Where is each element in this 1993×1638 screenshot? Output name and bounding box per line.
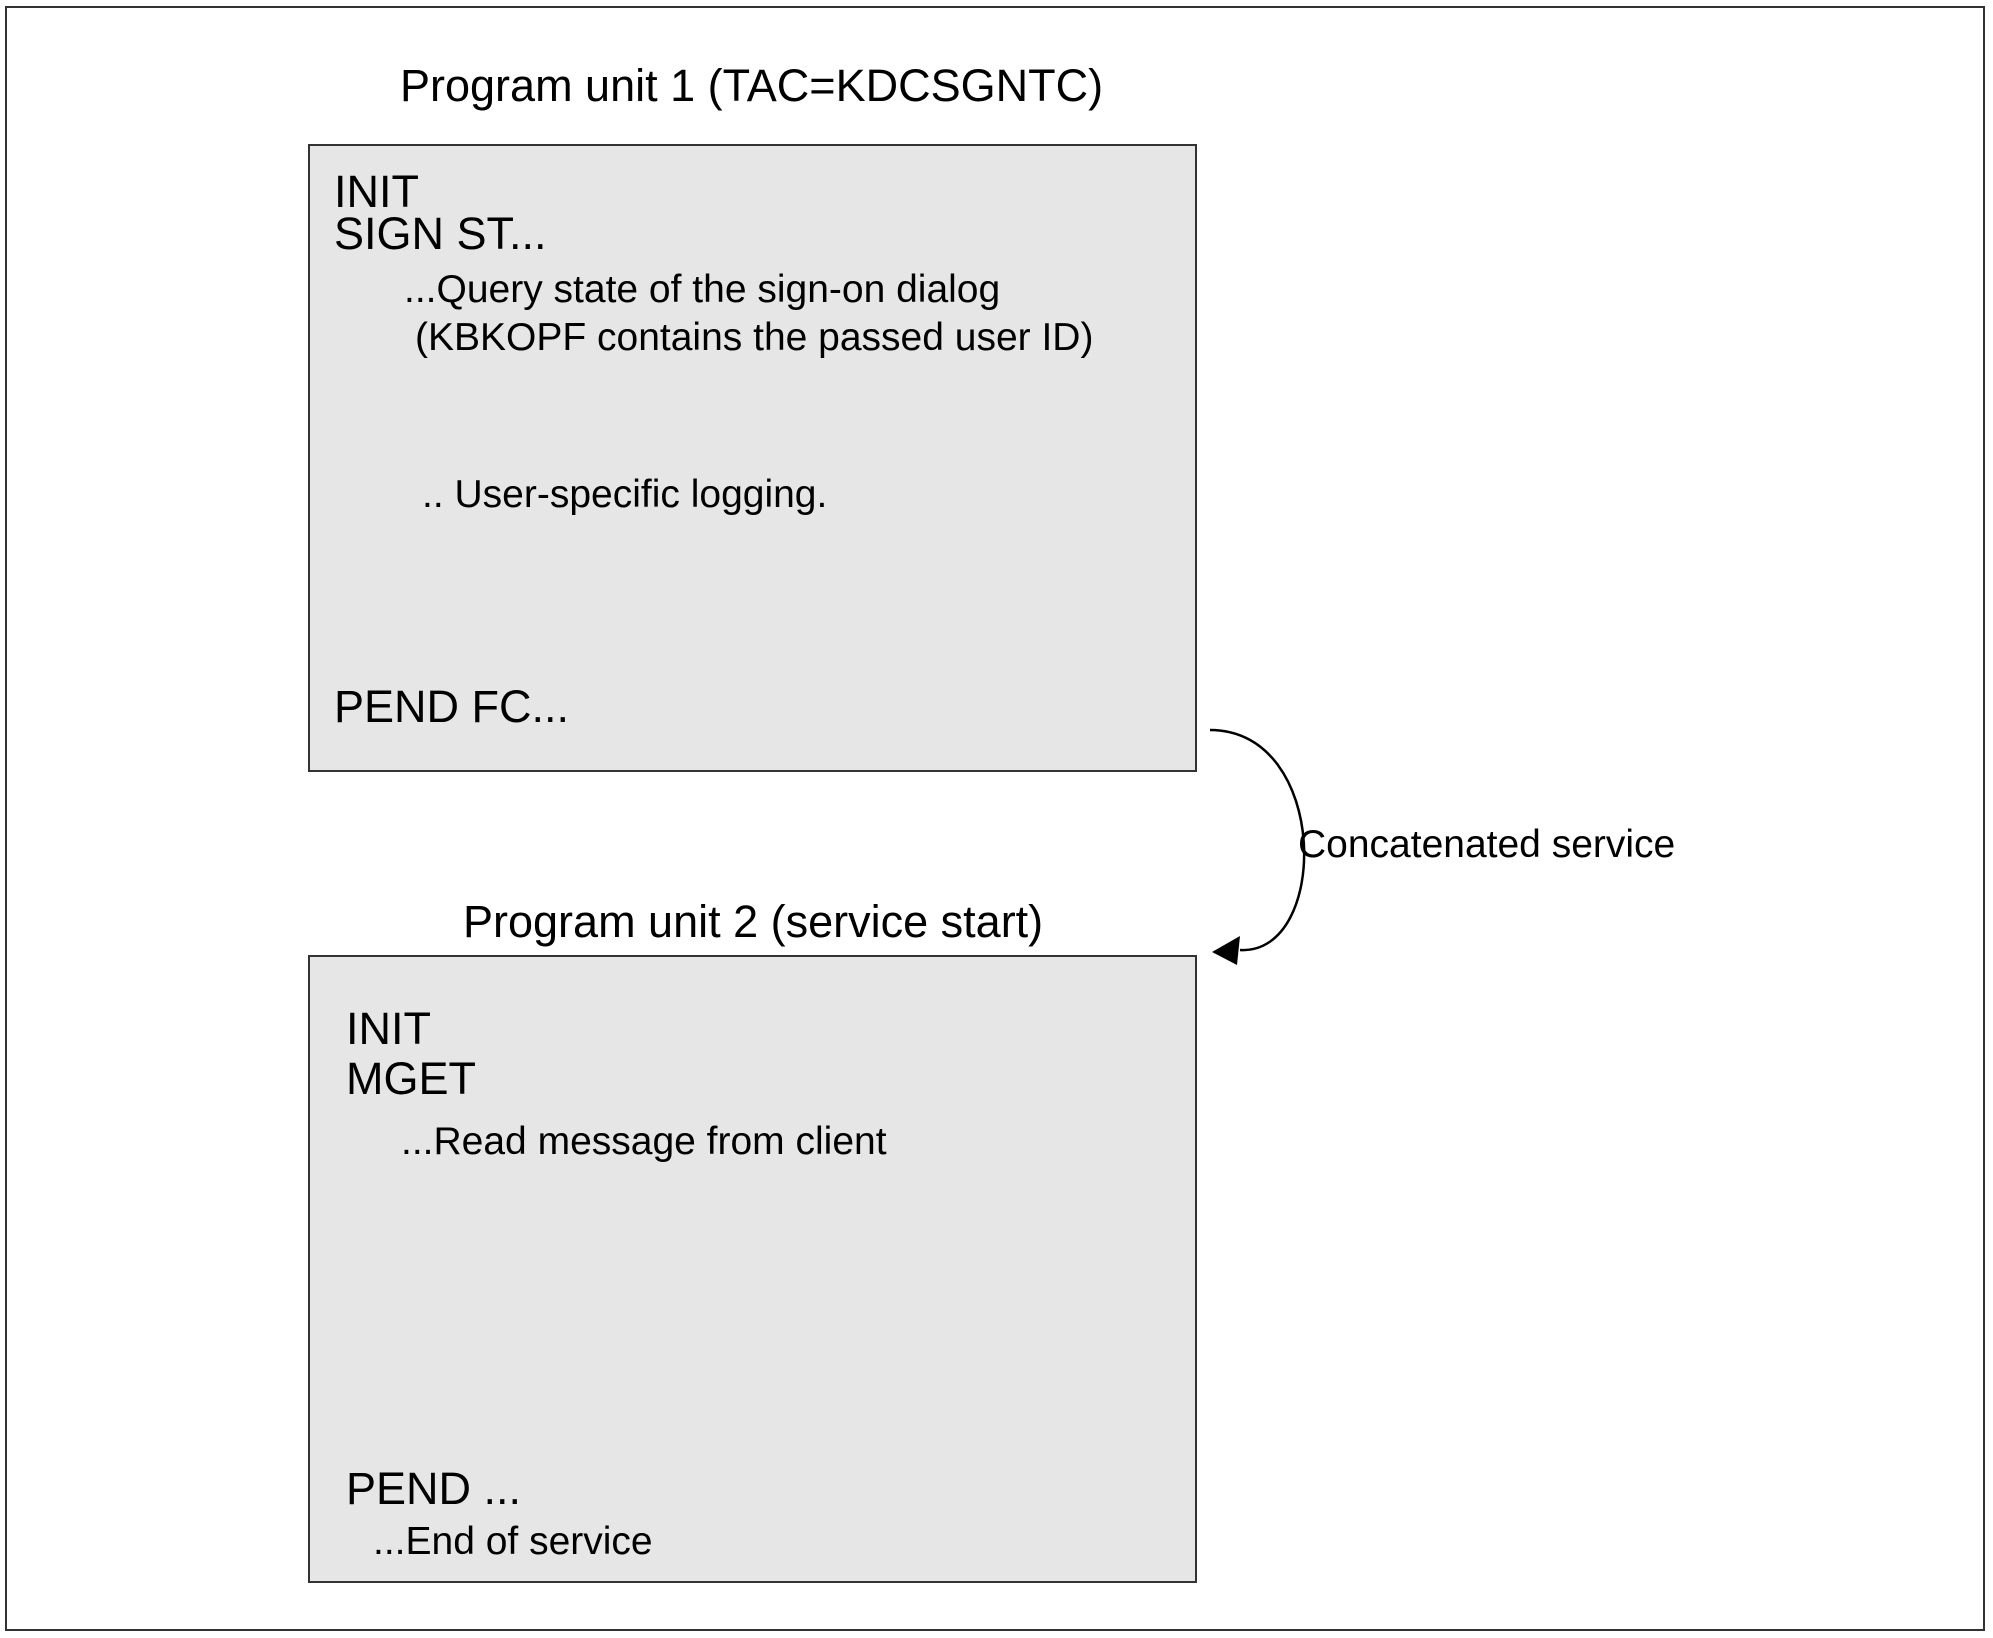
concatenated-service-label: Concatenated service [1298, 823, 1676, 866]
unit2-init: INIT [346, 1003, 431, 1054]
unit1-box [308, 144, 1197, 772]
unit1-sign-statement: SIGN ST... [334, 208, 547, 259]
unit2-title: Program unit 2 (service start) [463, 896, 1044, 947]
unit1-title: Program unit 1 (TAC=KDCSGNTC) [400, 60, 1104, 111]
unit2-read-note: ...Read message from client [401, 1120, 887, 1163]
unit2-box [308, 955, 1197, 1583]
unit1-logging-note: .. User-specific logging. [422, 473, 828, 516]
unit2-mget: MGET [346, 1053, 476, 1104]
unit2-pend: PEND ... [346, 1463, 522, 1514]
unit1-init: INIT [334, 166, 419, 217]
unit1-query-note-line2: (KBKOPF contains the passed user ID) [415, 316, 1094, 359]
unit2-end-note: ...End of service [373, 1520, 653, 1563]
unit1-pend: PEND FC... [334, 681, 570, 732]
unit1-query-note-line1: ...Query state of the sign-on dialog [404, 268, 1001, 311]
